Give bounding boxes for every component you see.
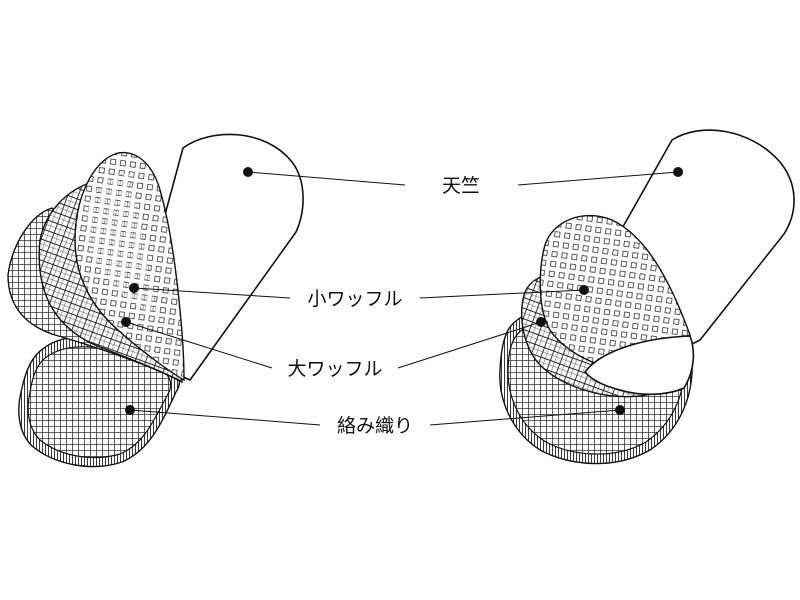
left-karami-marker — [125, 405, 135, 415]
left-tenjiku-layer — [141, 133, 304, 381]
leader-lines — [121, 167, 683, 426]
label-karami-ori: 絡み織り — [337, 415, 413, 437]
left-small-waffle-marker — [129, 283, 139, 293]
labels: 天竺 小ワッフル 大ワッフル 絡み織り — [287, 175, 480, 437]
label-small-waffle: 小ワッフル — [307, 288, 402, 310]
right-karami-marker — [615, 405, 625, 415]
right-tenjiku-marker — [673, 167, 683, 177]
label-large-waffle: 大ワッフル — [287, 358, 382, 380]
left-large-waffle-marker — [121, 317, 131, 327]
right-large-waffle-marker — [536, 317, 546, 327]
left-karami-layer — [18, 336, 181, 468]
right-pad-group — [499, 129, 795, 465]
label-tenjiku: 天竺 — [442, 175, 480, 197]
left-tenjiku-marker — [243, 167, 253, 177]
left-pad-group — [7, 133, 304, 468]
right-small-waffle-marker — [579, 285, 589, 295]
right-inner-cup — [584, 335, 695, 396]
